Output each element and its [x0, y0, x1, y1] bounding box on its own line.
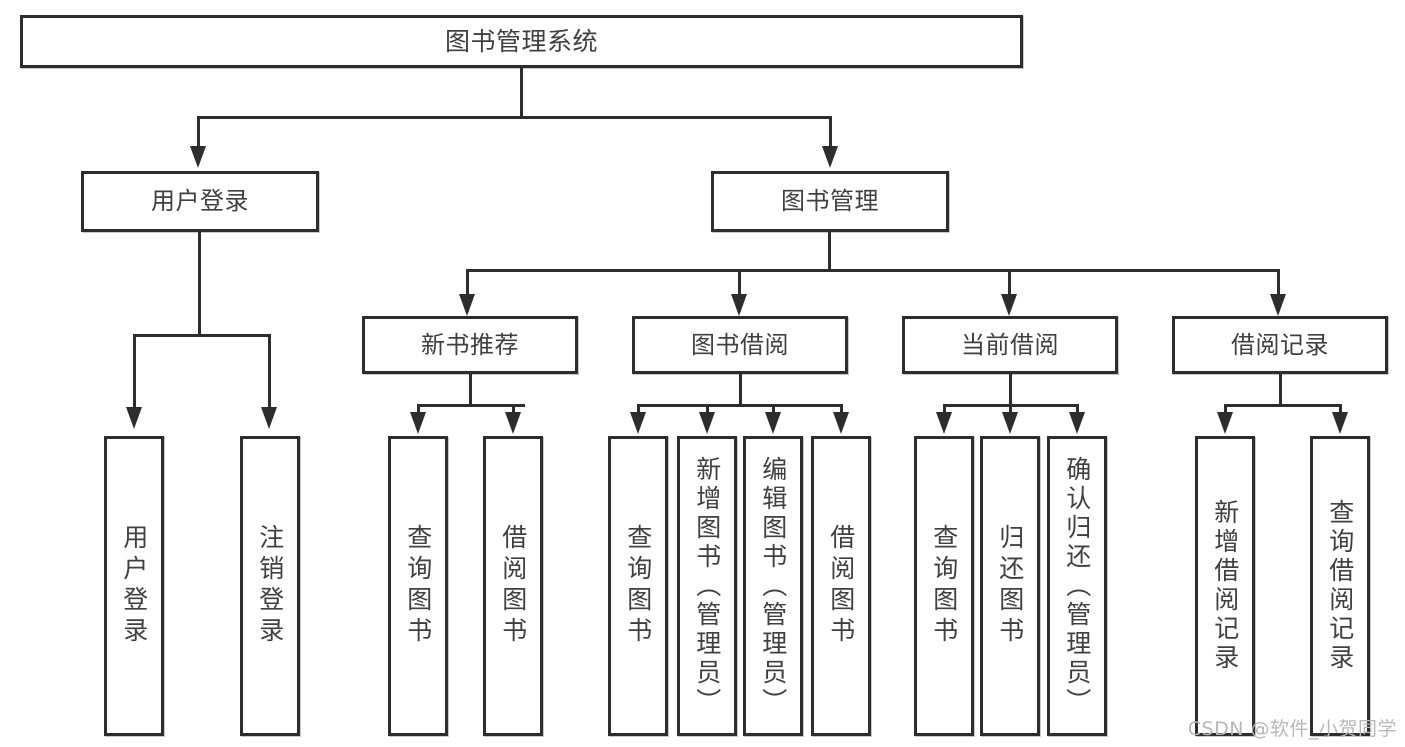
- leaf-cb-return-book[interactable]: 归还图书: [980, 436, 1040, 736]
- arrow-nb-borrow-book: [505, 412, 521, 434]
- arrow-cb-confirm-return: [1069, 412, 1085, 434]
- node-label: 新增图书（管理员）: [692, 455, 722, 717]
- connector-drop-cb-return: [1009, 404, 1012, 412]
- leaf-bb-query-book[interactable]: 查询图书: [608, 436, 668, 736]
- connector-drop-current-borrow: [1008, 269, 1011, 294]
- connector-drop-bb-add: [706, 404, 709, 412]
- arrow-bb-query-book: [630, 412, 646, 434]
- arrow-br-query-record: [1332, 412, 1348, 434]
- connector-drop-book-borrow: [738, 269, 741, 294]
- node-label: 图书管理系统: [444, 26, 598, 56]
- node-label: 编辑图书（管理员）: [758, 455, 788, 717]
- node-label: 用户登录: [119, 524, 149, 648]
- connector-drop-book-management: [829, 116, 832, 146]
- arrow-cb-query-book: [936, 412, 952, 434]
- node-label: 归还图书: [995, 524, 1025, 648]
- connector-book-management-stem: [828, 232, 831, 271]
- node-user-login[interactable]: 用户登录: [81, 171, 319, 232]
- connector-user-login-bus: [133, 334, 268, 337]
- connector-root-stem: [520, 68, 523, 119]
- leaf-user-login[interactable]: 用户登录: [104, 436, 164, 736]
- leaf-nb-query-book[interactable]: 查询图书: [388, 436, 448, 736]
- node-label: 确认归还（管理员）: [1062, 455, 1092, 717]
- node-current-borrow[interactable]: 当前借阅: [902, 316, 1118, 374]
- leaf-br-query-record[interactable]: 查询借阅记录: [1310, 436, 1370, 736]
- leaf-bb-borrow-book[interactable]: 借阅图书: [811, 436, 871, 736]
- connector-book-borrow-stem: [739, 374, 742, 406]
- node-label: 新书推荐: [421, 330, 519, 359]
- connector-current-borrow-stem: [1009, 374, 1012, 406]
- connector-drop-br-query: [1339, 404, 1342, 412]
- arrow-br-add-record: [1217, 412, 1233, 434]
- node-book-management[interactable]: 图书管理: [711, 171, 949, 232]
- arrow-current-borrow: [1001, 294, 1017, 316]
- node-label: 查询借阅记录: [1325, 499, 1355, 673]
- leaf-br-add-record[interactable]: 新增借阅记录: [1195, 436, 1255, 736]
- leaf-logout[interactable]: 注销登录: [240, 436, 300, 736]
- arrow-leaf-logout: [261, 407, 277, 429]
- node-label: 查询图书: [929, 524, 959, 648]
- arrow-book-borrow: [731, 294, 747, 316]
- node-book-borrow[interactable]: 图书借阅: [632, 316, 848, 374]
- node-label: 借阅记录: [1231, 330, 1329, 359]
- node-label: 借阅图书: [826, 524, 856, 648]
- node-new-book-recommend[interactable]: 新书推荐: [362, 316, 578, 374]
- arrow-cb-return-book: [1002, 412, 1018, 434]
- connector-user-login-stem: [198, 232, 201, 336]
- node-label: 当前借阅: [961, 330, 1059, 359]
- connector-level3-bus: [466, 269, 1280, 272]
- node-label: 新增借阅记录: [1210, 499, 1240, 673]
- connector-drop-leaf-user-login: [133, 334, 136, 407]
- connector-level1-bus: [197, 116, 829, 119]
- node-label: 查询图书: [623, 524, 653, 648]
- connector-drop-bb-query: [637, 404, 640, 412]
- node-root-book-management-system[interactable]: 图书管理系统: [20, 15, 1023, 68]
- connector-drop-user-login: [197, 116, 200, 146]
- connector-borrow-record-stem: [1279, 374, 1282, 406]
- arrow-leaf-user-login: [126, 407, 142, 429]
- connector-drop-cb-confirm: [1076, 404, 1079, 412]
- connector-drop-nb-query: [417, 404, 420, 412]
- leaf-cb-confirm-return-admin[interactable]: 确认归还（管理员）: [1047, 436, 1107, 736]
- connector-drop-borrow-record: [1277, 269, 1280, 294]
- connector-drop-bb-edit: [772, 404, 775, 412]
- arrow-bb-add-book: [699, 412, 715, 434]
- arrow-bb-edit-book: [765, 412, 781, 434]
- node-label: 图书管理: [781, 187, 879, 216]
- node-label: 查询图书: [403, 524, 433, 648]
- connector-drop-br-add: [1224, 404, 1227, 412]
- arrow-bb-borrow-book: [833, 412, 849, 434]
- leaf-cb-query-book[interactable]: 查询图书: [914, 436, 974, 736]
- connector-drop-leaf-logout: [268, 334, 271, 407]
- node-label: 借阅图书: [498, 524, 528, 648]
- arrow-nb-query-book: [410, 412, 426, 434]
- leaf-bb-add-book-admin[interactable]: 新增图书（管理员）: [677, 436, 737, 736]
- connector-book-borrow-bus: [637, 404, 843, 407]
- leaf-nb-borrow-book[interactable]: 借阅图书: [483, 436, 543, 736]
- connector-borrow-record-bus: [1224, 404, 1342, 407]
- leaf-bb-edit-book-admin[interactable]: 编辑图书（管理员）: [743, 436, 803, 736]
- node-label: 用户登录: [151, 187, 249, 216]
- connector-new-book-bus: [417, 404, 525, 407]
- node-label: 注销登录: [255, 524, 285, 648]
- arrow-user-login: [190, 146, 206, 168]
- arrow-borrow-record: [1270, 294, 1286, 316]
- arrow-new-book-recommend: [459, 294, 475, 316]
- connector-drop-nb-borrow: [512, 404, 515, 412]
- connector-drop-new-book: [466, 269, 469, 294]
- connector-drop-cb-query: [943, 404, 946, 412]
- node-borrow-record[interactable]: 借阅记录: [1172, 316, 1388, 374]
- connector-drop-bb-borrow: [840, 404, 843, 412]
- arrow-book-management: [822, 146, 838, 168]
- node-label: 图书借阅: [691, 330, 789, 359]
- connector-new-book-stem: [469, 374, 472, 406]
